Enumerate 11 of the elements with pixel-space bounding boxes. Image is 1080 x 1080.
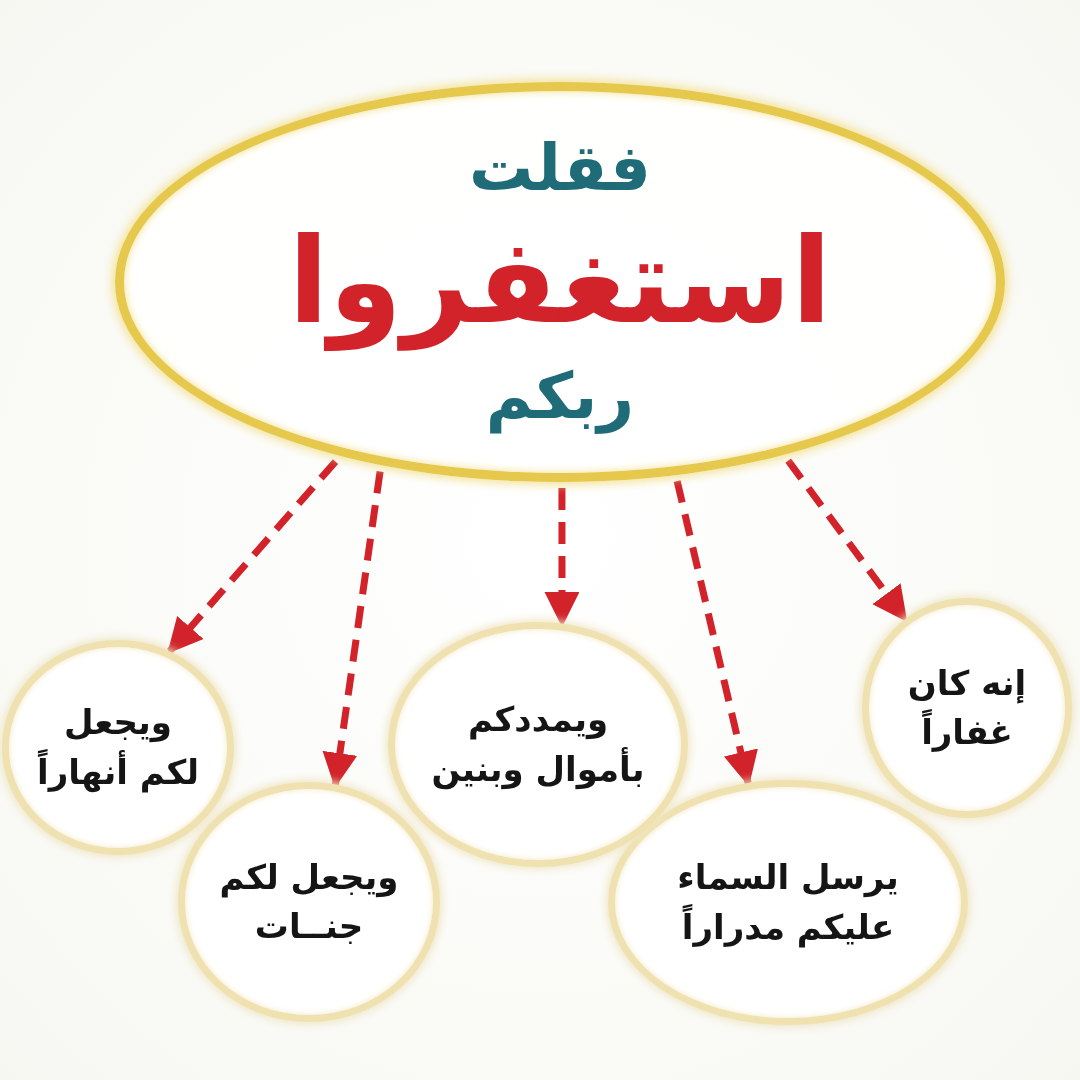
benefit-circle xyxy=(2,640,234,855)
main-word: استغفروا xyxy=(288,211,832,353)
benefit-text: إنه كان غفاراً xyxy=(906,661,1028,754)
heading-text: ربكم xyxy=(485,357,635,436)
benefit-text: ويجعل لكم أنهاراً xyxy=(36,701,200,795)
benefit-text: ويجعل لكم جنــات xyxy=(218,855,400,948)
benefit-text: ويمددكم بأموال وبنين xyxy=(430,698,646,792)
dashed-arrow xyxy=(785,458,908,622)
dashed-arrow xyxy=(166,459,339,654)
benefit-text: يرسل السماء عليكم مدراراً xyxy=(676,856,900,950)
heading-text: فقلت xyxy=(469,130,651,208)
